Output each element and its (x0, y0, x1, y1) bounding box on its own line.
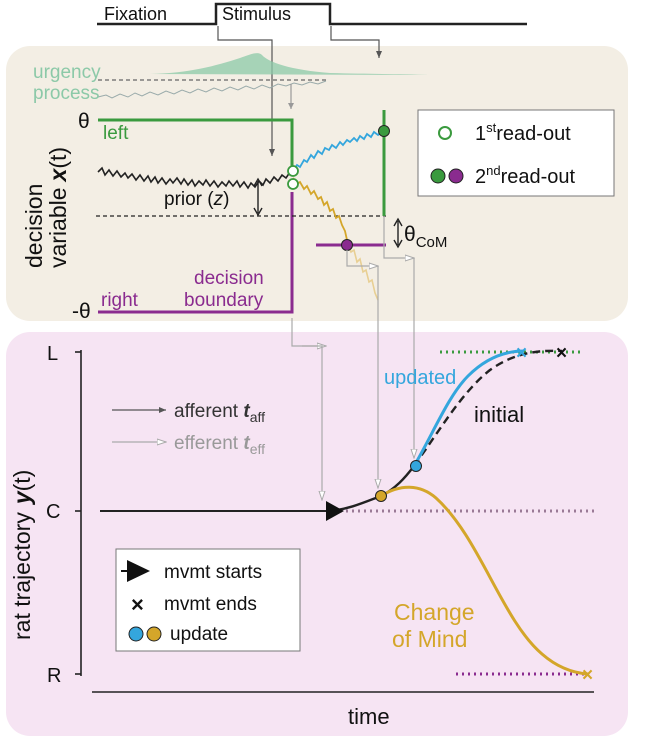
legend-first-readout: 1stread-out (475, 120, 571, 145)
initial-label: initial (474, 402, 524, 427)
decision-variable-label-2: variablex(t) (45, 147, 71, 268)
legend-first-readout-icon (438, 126, 452, 140)
legend-update-icon-blue (128, 626, 144, 642)
theta-com-arrow-head-top (393, 217, 403, 227)
rat-trajectory-label: rat trajectoryy(t) (9, 470, 35, 640)
readout-legend-box (417, 109, 615, 197)
updated-label: updated (384, 367, 456, 389)
theta-com-label: θCoM (404, 223, 447, 251)
legend-mvmt-ends: mvmt ends (164, 594, 257, 615)
initial-trajectory-dashed (413, 349, 563, 467)
decision-boundary-label-1: decision (194, 268, 264, 289)
time-label: time (348, 704, 390, 729)
efferent-arrow-purple-readout (346, 250, 378, 266)
movement-start-marker (326, 501, 344, 521)
second-readout-marker-green (378, 125, 390, 137)
first-readout-marker-lower (287, 178, 299, 190)
urgency-label: urgency (33, 62, 101, 83)
tick-R-label: R (47, 665, 61, 687)
second-readout-marker-purple (341, 239, 353, 251)
trajectory-symbol: y (9, 490, 35, 505)
change-of-mind-label-2: of Mind (392, 626, 467, 652)
decision-variable-label: decision (21, 184, 47, 268)
legend-second-readout: 2ndread-out (475, 163, 576, 188)
gold-movement-end-marker: × (582, 665, 593, 686)
black-movement-end-marker: × (556, 343, 567, 364)
afferent-legend-label: afferent taff (174, 401, 265, 425)
afferent-arrow-stimulus-onset (217, 26, 275, 156)
left-label: left (103, 123, 129, 144)
legend-second-readout-icon-green (430, 168, 446, 184)
prior-label: prior (z) (164, 189, 229, 210)
left-boundary (98, 118, 294, 168)
updated-trajectory (412, 349, 525, 467)
urgency-trace (97, 80, 327, 99)
legend-update: update (170, 624, 228, 645)
urgency-distribution (150, 53, 430, 75)
afferent-arrow-stimulus-offset (330, 26, 382, 58)
right-label: right (101, 290, 139, 311)
first-readout-marker-upper (287, 165, 299, 177)
blue-movement-end-marker: × (516, 343, 527, 364)
legend-second-readout-icon-purple (448, 168, 464, 184)
stimulus-label: Stimulus (222, 4, 291, 24)
prior-arrow-head-bottom (253, 207, 263, 217)
right-boundary (98, 192, 294, 314)
gold-update-marker (375, 490, 387, 502)
change-of-mind-trajectory (380, 485, 589, 676)
epoch-timeline (97, 2, 527, 26)
legend-update-icon-gold (146, 626, 162, 642)
blue-update-marker (410, 460, 422, 472)
efferent-legend-label: efferent teff (174, 433, 265, 457)
legend-mvmt-start-icon (127, 560, 150, 582)
fixation-label: Fixation (104, 4, 167, 24)
neg-theta-label: -θ (72, 300, 91, 323)
theta-com-arrow-head-bottom (393, 239, 403, 249)
legend-mvmt-starts: mvmt starts (164, 562, 262, 583)
prior-variable: z (213, 189, 224, 210)
theta-com-subscript: CoM (416, 234, 448, 251)
tick-C-label: C (46, 501, 60, 523)
change-of-mind-label-1: Change (394, 599, 475, 625)
decision-variable-symbol: x (45, 167, 71, 183)
decision-boundary-label-2: boundary (184, 290, 264, 311)
efferent-arrow-to-start (302, 345, 322, 500)
evidence-trace-left (292, 129, 385, 172)
evidence-trace-fixation (97, 166, 294, 190)
tick-L-label: L (47, 343, 58, 365)
process-label: process (33, 83, 100, 104)
evidence-trace-right (292, 177, 348, 241)
legend-mvmt-end-icon: × (131, 592, 144, 617)
theta-label: θ (78, 110, 90, 133)
evidence-trace-faded (346, 239, 379, 301)
efferent-arrow-green-readout (383, 216, 414, 258)
